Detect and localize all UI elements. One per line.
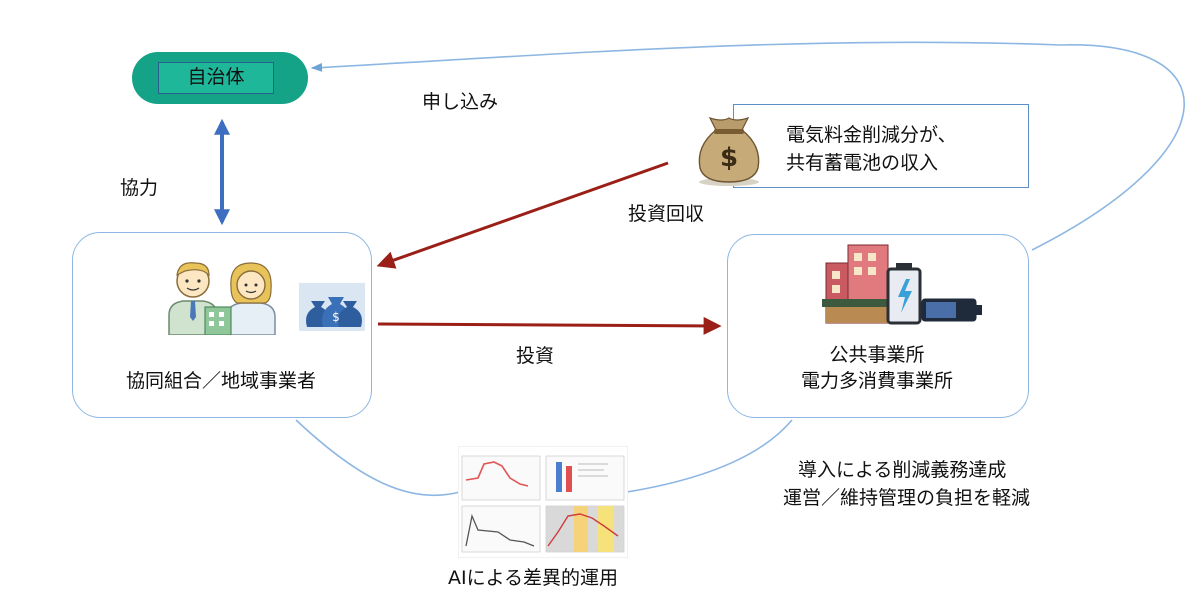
facility-label-line2: 電力多消費事業所: [800, 370, 953, 392]
investment-recovery-arrow: [376, 161, 669, 269]
cooperative-label: 協同組合／地域事業者: [125, 370, 316, 392]
benefit-label-line1: 導入による削減義務達成: [798, 459, 1007, 481]
svg-text:$: $: [720, 143, 738, 173]
ai-operation-curve-right: [626, 419, 793, 493]
ai-charts-thumbnail: [458, 446, 628, 558]
svg-text:$: $: [332, 310, 340, 324]
business-people-icon: [168, 262, 276, 335]
investment-recovery-label: 投資回収: [628, 203, 705, 225]
revenue-note: 電気料金削減分が、 共有蓄電池の収入: [733, 104, 1029, 188]
revenue-note-line1: 電気料金削減分が、: [786, 124, 957, 146]
cooperation-label: 協力: [120, 177, 159, 199]
municipality-label: 自治体: [158, 62, 274, 94]
municipality-node: 自治体: [132, 52, 308, 104]
ai-operation-curve: [295, 419, 461, 497]
buildings-battery-icon: [822, 244, 982, 325]
investment-label: 投資: [516, 345, 555, 367]
money-bag-icon: $: [698, 116, 760, 186]
facility-node: 公共事業所 電力多消費事業所: [727, 234, 1029, 418]
application-label: 申し込み: [422, 91, 499, 113]
benefit-label-line2: 運営／維持管理の負担を軽減: [783, 487, 1031, 509]
facility-label-line1: 公共事業所: [829, 344, 925, 366]
cooperative-node: $ 協同組合／地域事業者: [72, 232, 372, 418]
ai-operation-label: AIによる差異的運用: [448, 567, 619, 589]
application-curve: [310, 41, 1185, 251]
revenue-note-line2: 共有蓄電池の収入: [786, 152, 939, 174]
money-bags-icon: $: [299, 283, 365, 331]
investment-arrow: [377, 316, 722, 335]
